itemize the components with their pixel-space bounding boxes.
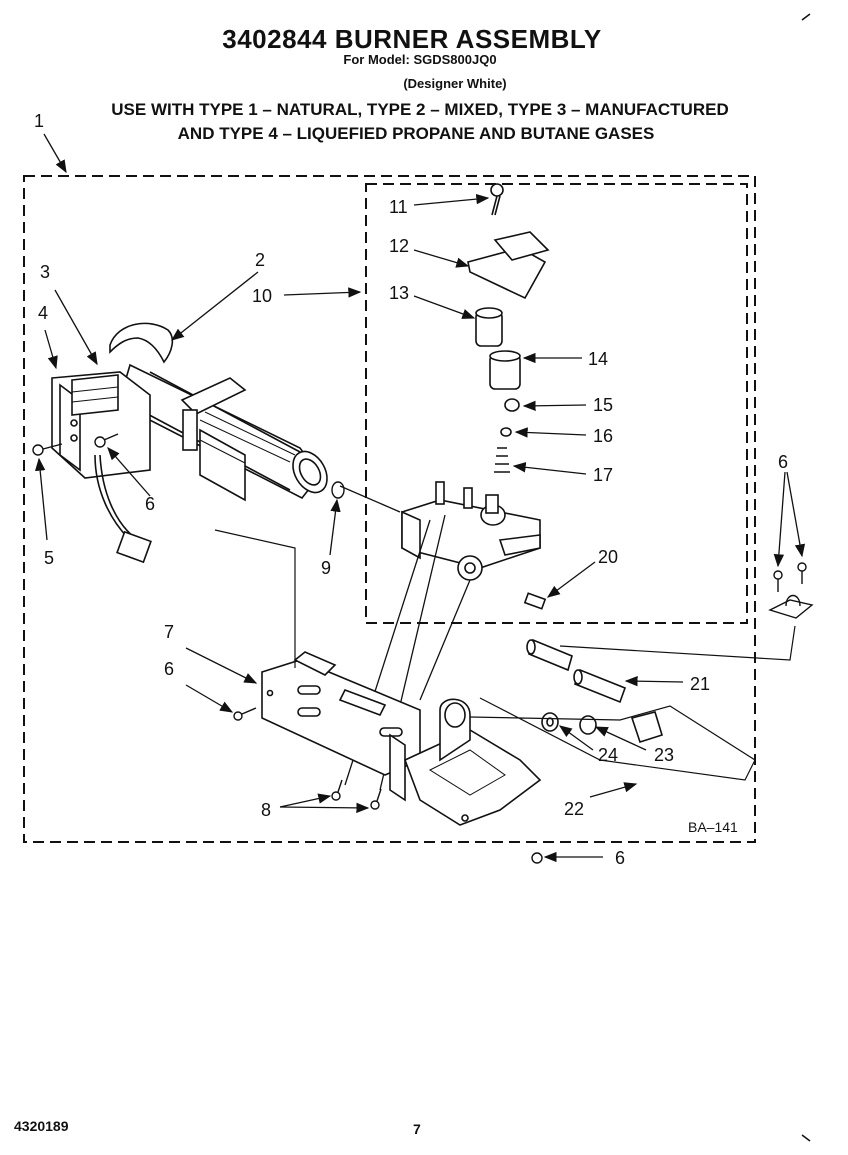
callout-21: 21 [690,674,710,694]
clamp-icon [768,562,814,619]
callout-17: 17 [593,465,613,485]
callout-8: 8 [261,800,271,820]
connector-lines [214,529,796,781]
callout-24: 24 [598,745,618,765]
assembly-boundary-outer [23,175,756,843]
corner-marks [801,13,811,1142]
document-number: 4320189 [14,1118,69,1134]
callout-7: 7 [164,622,174,642]
gas-valve [401,183,550,610]
model-variant: (Designer White) [403,76,507,91]
callout-1: 1 [34,111,44,131]
page-title: 3402844 BURNER ASSEMBLY [222,24,602,54]
callout-3: 3 [40,262,50,282]
callout-12: 12 [389,236,409,256]
callout-23: 23 [654,745,674,765]
callout-22: 22 [564,799,584,819]
callout-10: 10 [252,286,272,306]
callout-11: 11 [389,197,408,217]
ignitor-bracket [51,371,152,564]
callout-6-ignitor: 6 [145,494,155,514]
figure-code: BA–141 [688,819,738,835]
usage-note-line-1: USE WITH TYPE 1 – NATURAL, TYPE 2 – MIXE… [111,100,729,119]
callout-9: 9 [321,558,331,578]
orifice-fittings [526,638,663,744]
usage-note-line-2: AND TYPE 4 – LIQUEFIED PROPANE AND BUTAN… [177,124,655,143]
callout-6-base: 6 [615,848,625,868]
model-number: For Model: SGDS800JQ0 [343,52,497,67]
callout-16: 16 [593,426,613,446]
callout-6-bracket: 6 [164,659,174,679]
burner-base [403,698,542,826]
callout-15: 15 [593,395,613,415]
callout-4: 4 [38,303,48,323]
callout-14: 14 [588,349,608,369]
callout-5: 5 [44,548,54,568]
callout-20: 20 [598,547,618,567]
burner-bracket [261,651,421,802]
assembly-boundary-valve [365,183,748,624]
callout-6-clamp: 6 [778,452,788,472]
callout-13: 13 [389,283,409,303]
callout-2: 2 [255,250,265,270]
callout-arrows [34,133,806,863]
page-number: 7 [413,1121,421,1137]
screw-icon [233,707,543,864]
